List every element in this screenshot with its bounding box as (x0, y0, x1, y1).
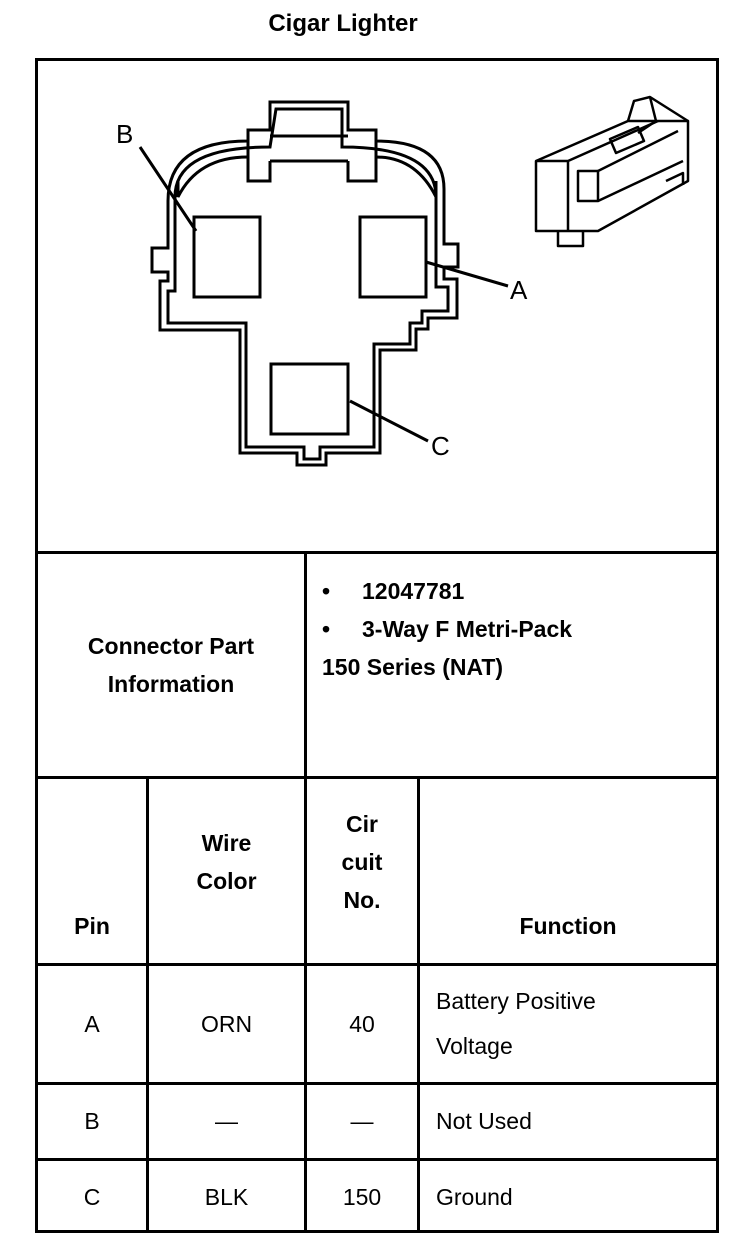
part-desc-line1: 3-Way F Metri-Pack (362, 616, 573, 642)
pin-label-a: A (510, 275, 528, 305)
part-number-item: •12047781 (322, 578, 465, 604)
divider-col-pin (146, 776, 149, 1233)
header-pin: Pin (74, 913, 110, 939)
page-title: Cigar Lighter (268, 10, 418, 37)
pin-label-c: C (431, 431, 450, 461)
row-b-circuit: — (350, 1108, 374, 1134)
divider-part-info-vertical (304, 551, 307, 779)
connector-heading-line2: Information (107, 671, 235, 697)
row-a-wire: ORN (200, 1010, 253, 1037)
header-function: Function (519, 913, 617, 939)
divider-row-a (35, 1082, 719, 1085)
divider-col-wire (304, 776, 307, 1233)
row-c-pin: C (83, 1183, 101, 1210)
header-wire-color: Wire Color (196, 830, 257, 894)
divider-header (35, 963, 719, 966)
connector-frame (35, 58, 719, 1233)
divider-row-b (35, 1158, 719, 1161)
row-a-function: Battery Positive Voltage (436, 988, 596, 1059)
connector-face-diagram: B A C (116, 95, 690, 467)
row-c-circuit: 150 (342, 1183, 382, 1210)
row-b-wire: — (215, 1108, 238, 1134)
connector-part-info-heading: Connector Part Information (38, 554, 304, 776)
divider-col-circuit (417, 776, 420, 1233)
connector-heading-line1: Connector Part (87, 633, 255, 659)
connector-part-list: •12047781 •3-Way F Metri-Pack 150 Series… (322, 572, 572, 686)
row-a-circuit: 40 (349, 1010, 375, 1037)
row-b-function: Not Used (436, 1108, 532, 1134)
part-desc-line2: 150 Series (NAT) (322, 654, 504, 680)
row-b-pin: B (84, 1108, 100, 1134)
row-c-function: Ground (436, 1183, 513, 1210)
header-circuit-no: Cir cuit No. (341, 811, 383, 913)
pin-label-b: B (116, 119, 133, 149)
part-number: 12047781 (362, 578, 465, 604)
row-c-wire: BLK (204, 1183, 249, 1210)
connector-illustration (534, 95, 690, 248)
row-a-pin: A (84, 1010, 100, 1037)
part-desc-item: •3-Way F Metri-Pack (322, 616, 573, 642)
divider-diagram (35, 551, 719, 554)
divider-part-info (35, 776, 719, 779)
